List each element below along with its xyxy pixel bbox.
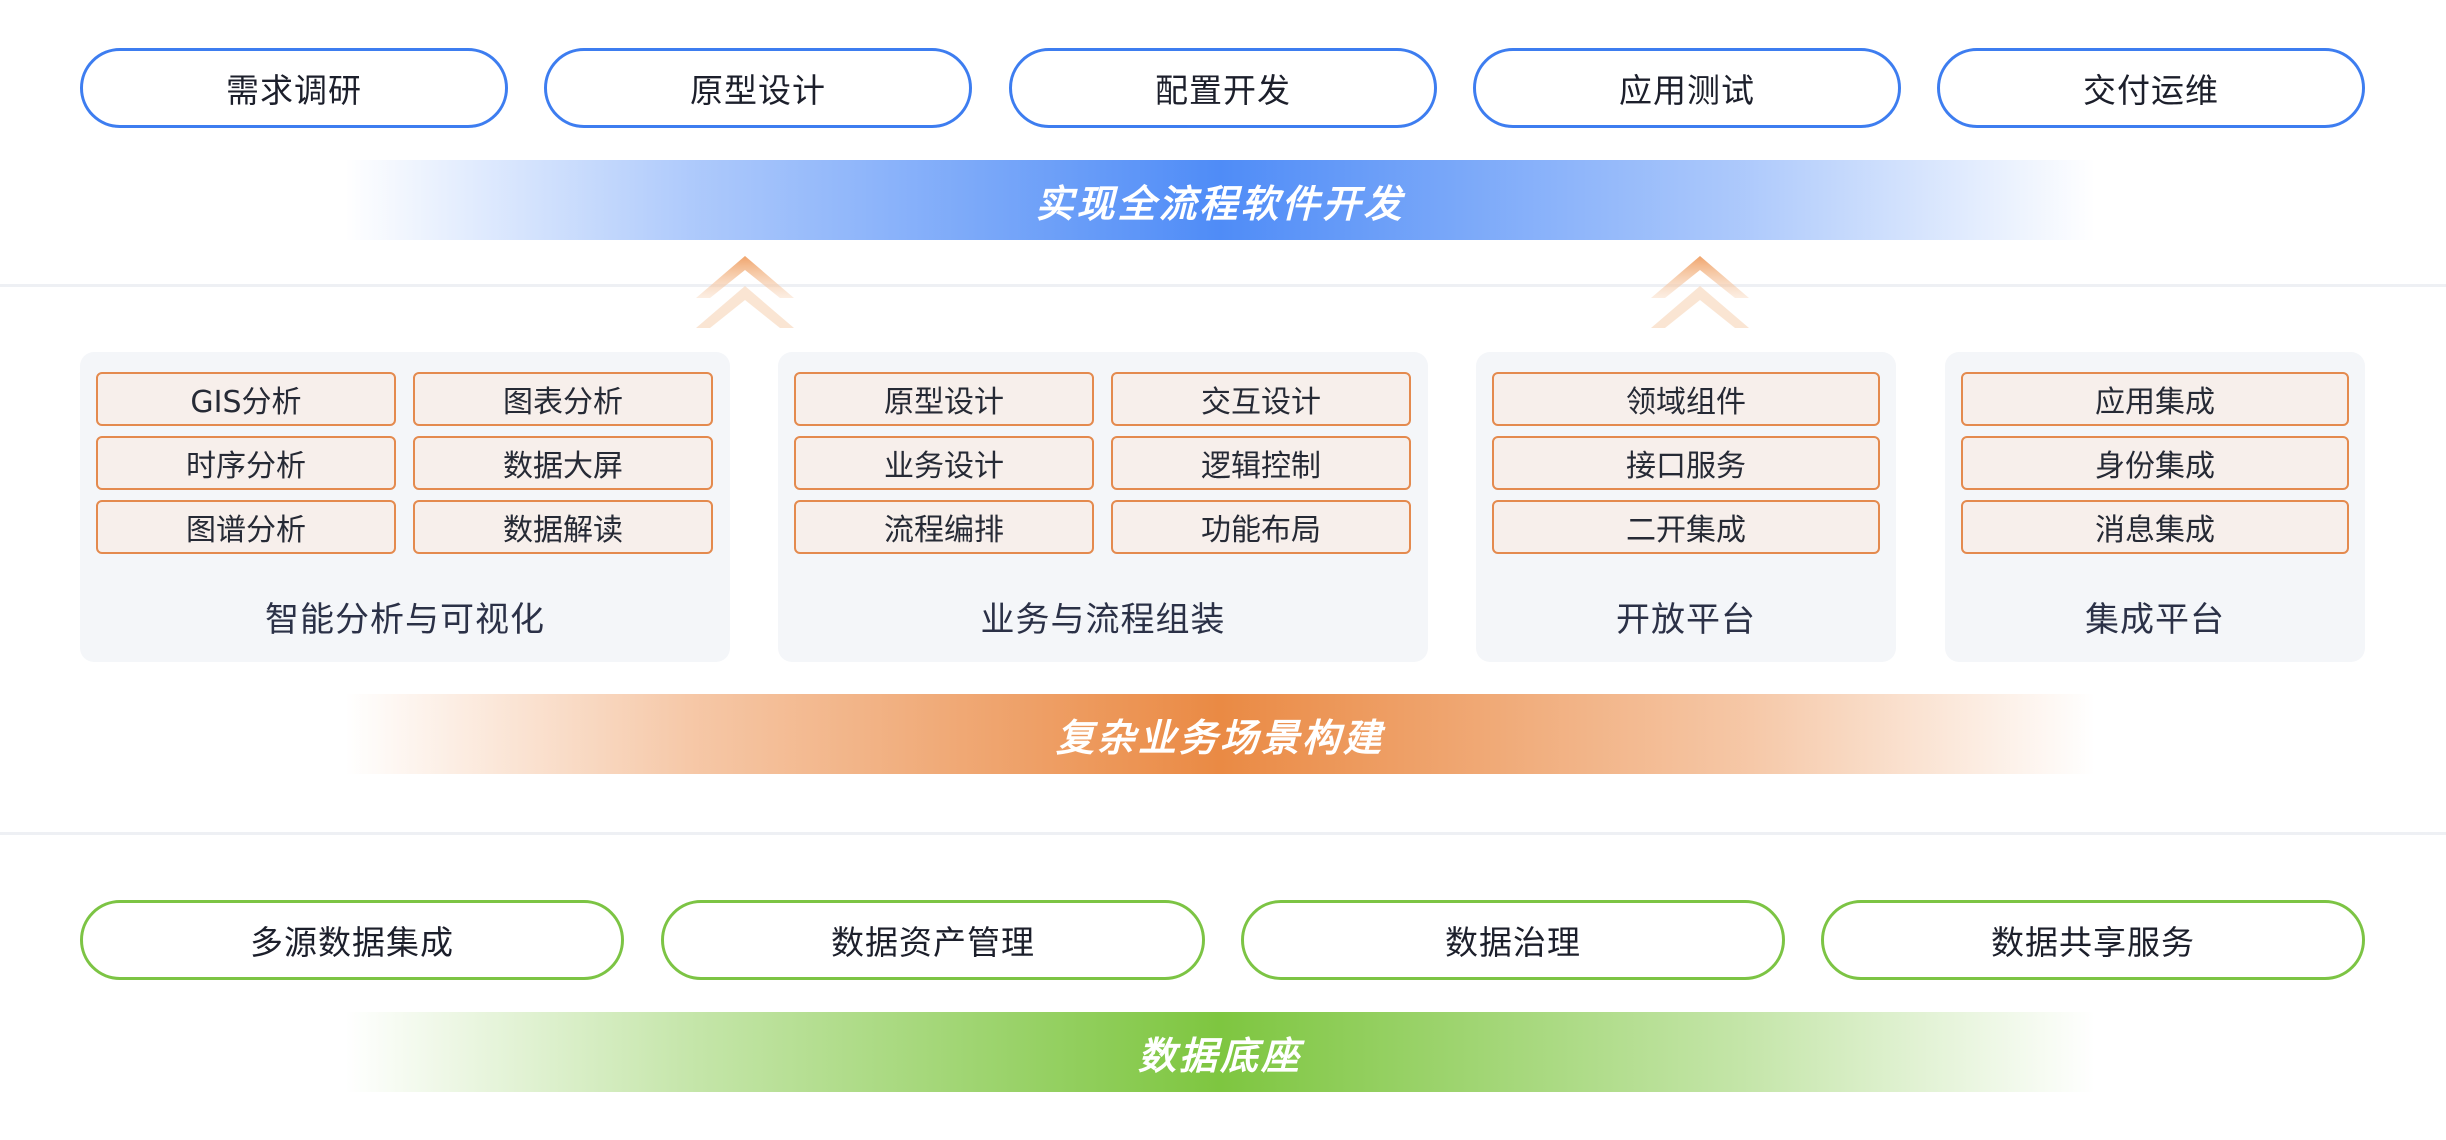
feature-chip: 接口服务	[1492, 436, 1880, 490]
feature-chip: 原型设计	[794, 372, 1094, 426]
module-title: 业务与流程组装	[980, 600, 1226, 640]
feature-chip: 消息集成	[1961, 500, 2349, 554]
feature-chip: 逻辑控制	[1111, 436, 1411, 490]
feature-chip: 图谱分析	[96, 500, 396, 554]
module-business: 原型设计 交互设计 业务设计 逻辑控制 流程编排 功能布局 业务与流程组装	[778, 352, 1428, 662]
feature-chip: 身份集成	[1961, 436, 2349, 490]
feature-chip: 交互设计	[1111, 372, 1411, 426]
module-open-platform: 领域组件 接口服务 二开集成 开放平台	[1476, 352, 1896, 662]
data-service-pill: 数据共享服务	[1821, 900, 2365, 980]
top-banner: 实现全流程软件开发	[345, 160, 2095, 240]
divider	[0, 832, 2446, 835]
feature-chip: 业务设计	[794, 436, 1094, 490]
module-title: 集成平台	[2085, 600, 2225, 640]
module-title: 开放平台	[1616, 600, 1756, 640]
feature-chip: 领域组件	[1492, 372, 1880, 426]
bottom-banner: 数据底座	[345, 1012, 2095, 1092]
stage-pill: 配置开发	[1009, 48, 1437, 128]
stage-pill: 应用测试	[1473, 48, 1901, 128]
middle-banner: 复杂业务场景构建	[345, 694, 2095, 774]
stage-pill: 交付运维	[1937, 48, 2365, 128]
feature-chip: GIS分析	[96, 372, 396, 426]
up-arrow-icon	[696, 256, 794, 328]
feature-chip: 数据大屏	[413, 436, 713, 490]
feature-chip: 应用集成	[1961, 372, 2349, 426]
data-service-pill: 数据治理	[1241, 900, 1785, 980]
data-service-pill: 数据资产管理	[661, 900, 1205, 980]
module-integration-platform: 应用集成 身份集成 消息集成 集成平台	[1945, 352, 2365, 662]
feature-chip: 流程编排	[794, 500, 1094, 554]
feature-chip: 数据解读	[413, 500, 713, 554]
feature-chip: 功能布局	[1111, 500, 1411, 554]
module-title: 智能分析与可视化	[265, 600, 545, 640]
data-service-pill: 多源数据集成	[80, 900, 624, 980]
stage-pill: 需求调研	[80, 48, 508, 128]
stage-pill: 原型设计	[544, 48, 972, 128]
up-arrow-icon	[1651, 256, 1749, 328]
module-analysis: GIS分析 图表分析 时序分析 数据大屏 图谱分析 数据解读 智能分析与可视化	[80, 352, 730, 662]
feature-chip: 图表分析	[413, 372, 713, 426]
divider	[0, 284, 2446, 287]
feature-chip: 时序分析	[96, 436, 396, 490]
feature-chip: 二开集成	[1492, 500, 1880, 554]
